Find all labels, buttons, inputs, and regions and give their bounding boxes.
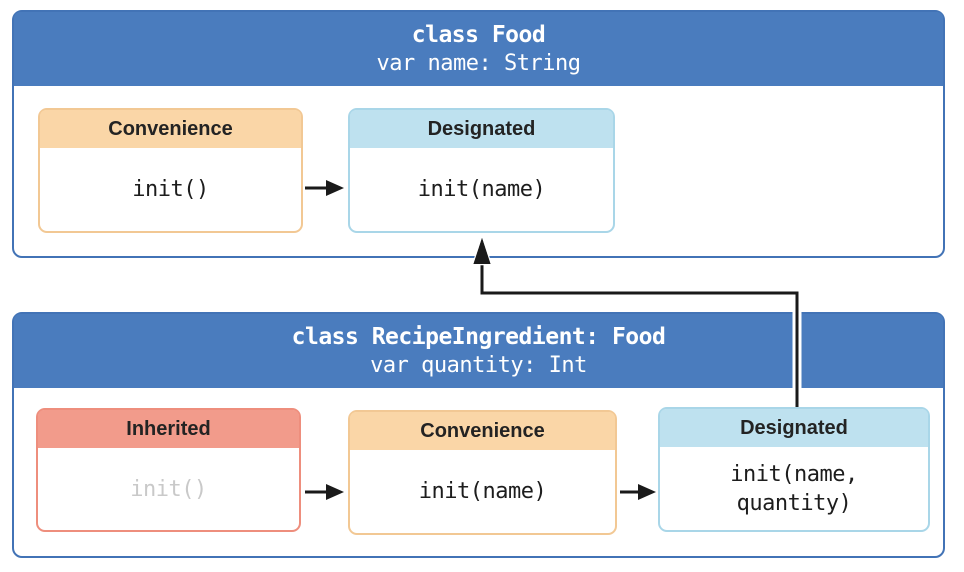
recipe-inherited-label: Inherited bbox=[38, 410, 299, 450]
recipe-convenience-init-box: Convenience init(name) bbox=[348, 410, 617, 535]
food-designated-code: init(name) bbox=[417, 177, 546, 203]
recipe-inherited-init-box: Inherited init() bbox=[36, 408, 301, 532]
recipe-inherited-code: init() bbox=[130, 476, 207, 502]
class-recipe-title: class RecipeIngredient: Food bbox=[291, 324, 666, 351]
food-convenience-init-box: Convenience init() bbox=[38, 108, 303, 233]
class-food-title: class Food bbox=[411, 22, 546, 49]
food-designated-label: Designated bbox=[350, 110, 613, 150]
recipe-designated-init-box: Designated init(name, quantity) bbox=[658, 407, 930, 532]
recipe-designated-label: Designated bbox=[660, 409, 928, 449]
class-box-recipe-ingredient: class RecipeIngredient: Food var quantit… bbox=[12, 312, 945, 558]
class-box-food: class Food var name: String Convenience … bbox=[12, 10, 945, 258]
food-convenience-label: Convenience bbox=[40, 110, 301, 150]
class-recipe-subtitle: var quantity: Int bbox=[370, 352, 587, 378]
food-convenience-code: init() bbox=[132, 177, 209, 203]
class-food-subtitle: var name: String bbox=[376, 50, 581, 76]
recipe-convenience-code: init(name) bbox=[418, 479, 547, 505]
class-recipe-header: class RecipeIngredient: Food var quantit… bbox=[14, 314, 943, 388]
class-food-header: class Food var name: String bbox=[14, 12, 943, 86]
recipe-convenience-label: Convenience bbox=[350, 412, 615, 452]
recipe-designated-code: init(name, quantity) bbox=[730, 461, 858, 516]
food-designated-init-box: Designated init(name) bbox=[348, 108, 615, 233]
